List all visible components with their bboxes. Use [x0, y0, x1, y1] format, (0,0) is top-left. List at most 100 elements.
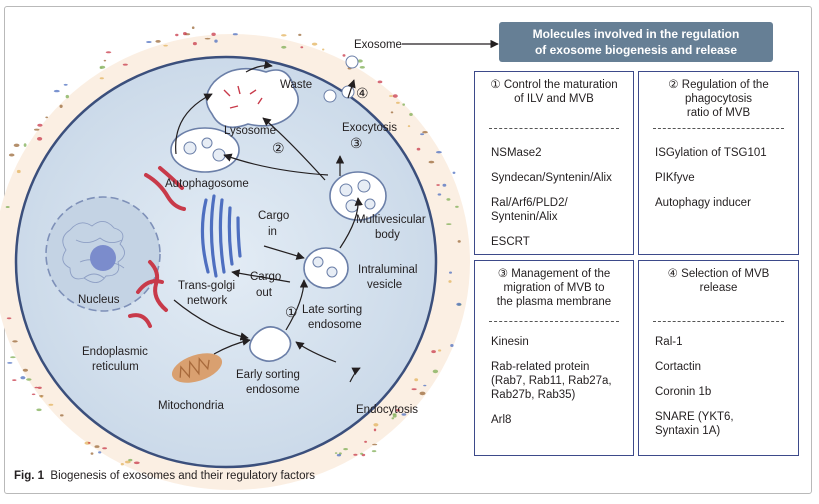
extracellular-particle: [409, 113, 413, 116]
extracellular-particle: [22, 368, 28, 372]
extracellular-particle: [450, 344, 454, 347]
dashed-divider: [653, 321, 784, 322]
box-title: ① Control the maturation of ILV and MVB: [481, 78, 627, 106]
extracellular-particle: [211, 32, 216, 36]
extracellular-particle: [281, 34, 287, 37]
endoplasmic-reticulum: [128, 166, 186, 328]
extracellular-particle: [23, 143, 27, 147]
extracellular-particle: [10, 356, 16, 359]
extracellular-particle: [411, 388, 417, 391]
regulation-header: Molecules involved in the regulation of …: [499, 22, 773, 62]
extracellular-particle: [336, 454, 341, 457]
extracellular-particle: [371, 450, 377, 453]
early-sorting-label-1: Early sorting: [236, 369, 300, 381]
late-sorting-endosome-vesicle: [303, 247, 349, 289]
step-number-4: ④: [356, 85, 369, 101]
extracellular-particle: [12, 340, 18, 343]
extracellular-particle: [124, 460, 131, 464]
extracellular-particle: [146, 41, 152, 43]
extracellular-particle: [7, 362, 13, 364]
extracellular-particle: [416, 147, 421, 151]
extracellular-particles: [5, 26, 462, 466]
mvb-label-1: Multivesicular: [356, 214, 426, 226]
mitochondria-label: Mitochondria: [158, 400, 224, 412]
extracellular-particle: [342, 54, 346, 57]
extracellular-particle: [357, 59, 363, 63]
lysosome-vesicle: [170, 127, 240, 173]
extracellular-particle: [20, 376, 26, 380]
nucleus: [45, 196, 161, 312]
extracellular-particle: [373, 428, 377, 432]
extracellular-particle: [437, 193, 442, 196]
box-item: Ral-1: [655, 336, 683, 348]
cargo-out-label-2: out: [256, 287, 273, 299]
extracellular-particle: [359, 66, 365, 69]
extracellular-particle: [39, 395, 44, 397]
extracellular-particle: [452, 171, 456, 174]
box-item: ESCRT: [491, 236, 530, 248]
box-title-line: migration of MVB to: [503, 282, 605, 294]
extracellular-particle: [396, 101, 400, 104]
cell-cytoplasm: [14, 55, 438, 469]
extracellular-particle: [87, 442, 91, 444]
extracellular-particle: [37, 123, 43, 127]
extracellular-particle: [133, 461, 140, 465]
extracellular-particle: [26, 378, 32, 381]
cargo-in-label-1: Cargo: [258, 210, 289, 222]
extracellular-particle: [155, 40, 161, 43]
autophagosome-label: Autophagosome: [165, 178, 249, 190]
intraluminal-label-2: vesicle: [367, 279, 402, 291]
early-sorting-label-2: endosome: [246, 384, 300, 396]
extracellular-particle: [36, 408, 42, 412]
box-title-line: ④ Selection of MVB: [667, 268, 770, 280]
caption-prefix: Fig. 1: [14, 470, 45, 482]
box-title-line: ① Control the maturation: [490, 79, 618, 91]
extracellular-particle: [373, 423, 379, 427]
late-sorting-label-1: Late sorting: [302, 304, 362, 316]
extracellular-particle: [16, 169, 21, 174]
step-number-1: ①: [285, 304, 298, 320]
extracellular-particle: [343, 448, 348, 451]
extracellular-particle: [232, 33, 238, 36]
figure-caption: Fig. 1 Biogenesis of exosomes and their …: [14, 470, 315, 482]
step-number-3: ③: [350, 135, 363, 151]
extracellular-particle: [419, 391, 426, 396]
waste-label: Waste: [280, 79, 312, 91]
box-title-line: ③ Management of the: [497, 268, 611, 280]
box-item: Autophagy inducer: [655, 197, 751, 209]
box-title-line: ② Regulation of the: [668, 79, 769, 91]
exosome-label: Exosome: [354, 39, 402, 51]
box-title-line: phagocytosis: [684, 93, 753, 105]
box-item: Kinesin: [491, 336, 529, 348]
extracellular-particle: [360, 452, 364, 455]
extracellular-particle: [37, 137, 43, 141]
box-selection-release: ④ Selection of MVB release Ral-1 Cortact…: [638, 260, 799, 456]
box-title-line: release: [699, 282, 738, 294]
box-title-line: the plasma membrane: [496, 296, 612, 308]
regulation-header-line2: of exosome biogenesis and release: [534, 43, 738, 57]
box-item: SNARE (YKT6, Syntaxin 1A): [655, 411, 734, 437]
extracellular-particle: [449, 271, 452, 274]
extracellular-particle: [128, 458, 133, 462]
extracellular-particle: [414, 378, 419, 382]
extracellular-particle: [13, 143, 20, 147]
extracellular-particle: [428, 160, 435, 164]
extracellular-particle: [191, 26, 195, 30]
extracellular-particle: [59, 104, 63, 109]
extracellular-particle: [99, 77, 104, 80]
extracellular-particle: [389, 95, 393, 97]
box-management-migration: ③ Management of the migration of MVB to …: [474, 260, 634, 456]
extracellular-particle: [31, 393, 36, 396]
extracellular-particle: [102, 447, 107, 450]
extracellular-particle: [322, 48, 325, 51]
trans-golgi-label-2: network: [187, 295, 228, 307]
box-item: Ral/Arf6/PLD2/ Syntenin/Alix: [491, 197, 568, 223]
exocytosis-vesicles: [323, 55, 359, 103]
box-item: Coronin 1b: [655, 386, 712, 398]
er-label-1: Endoplasmic: [82, 346, 148, 358]
early-sorting-endosome-vesicle: [249, 326, 292, 362]
extracellular-particle: [446, 198, 451, 201]
extracellular-particle: [422, 131, 428, 134]
extracellular-particle: [183, 31, 187, 36]
dashed-divider: [653, 128, 784, 129]
